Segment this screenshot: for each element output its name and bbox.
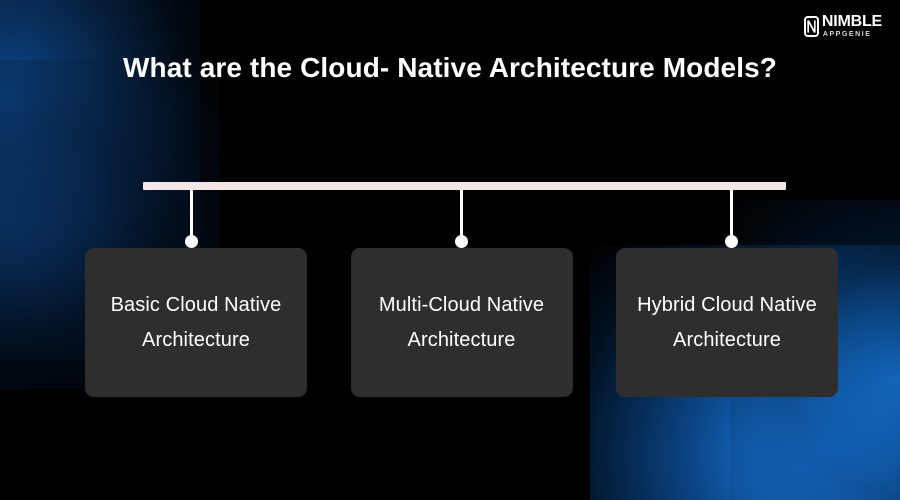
timeline-bar [143,182,786,190]
card-hybrid-cloud-native[interactable]: Hybrid Cloud Native Architecture [616,248,838,397]
logo-wordmark: NIMBLE APPGENIE [821,13,882,39]
card-multi-cloud-native[interactable]: Multi-Cloud Native Architecture [350,248,573,397]
background-glow-top-left [0,0,300,285]
card-label: Basic Cloud Native Architecture [110,293,282,351]
connector-dot-icon-3 [725,235,738,248]
connector-stem-1 [190,190,193,239]
connector-dot-icon-2 [455,235,468,248]
architecture-model-cards: Basic Cloud Native Architecture Multi-Cl… [85,248,838,397]
page-title: What are the Cloud- Native Architecture … [123,52,777,83]
logo-tagline: APPGENIE [822,31,872,38]
nimble-n-monogram-icon [803,15,819,37]
brand-logo: NIMBLE APPGENIE [803,13,882,39]
card-label: Multi-Cloud Native Architecture [378,293,545,351]
connector-stem-3 [730,190,733,239]
logo-name: NIMBLE [821,13,882,30]
connector-stem-2 [460,190,463,239]
connector-dot-icon-1 [185,235,198,248]
card-label: Hybrid Cloud Native Architecture [637,293,817,351]
card-basic-cloud-native[interactable]: Basic Cloud Native Architecture [85,248,307,397]
